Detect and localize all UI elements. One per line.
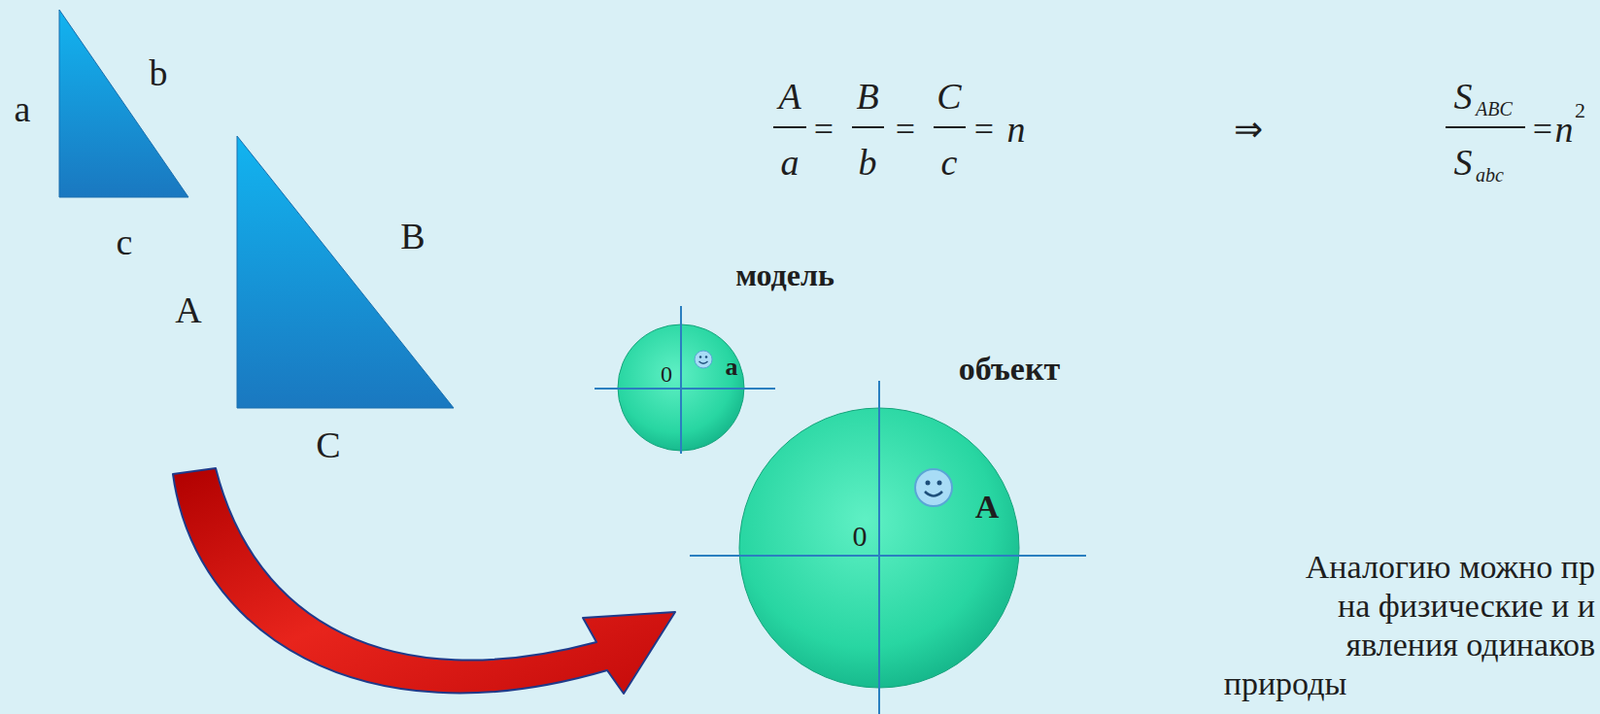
origin-label: 0 [852,519,868,552]
formula-subscript: ABC [1475,98,1513,120]
formula-term: n [1555,109,1574,151]
side-label: B [400,216,425,258]
side-label: b [149,53,169,95]
side-label: c [116,222,134,264]
side-label: a [14,89,32,131]
formula-term: A [778,76,801,118]
origin-label: 0 [660,361,673,387]
formula-term: B [855,76,879,118]
point-label: a [725,353,739,382]
smiley [694,350,713,369]
note-line: на физические и и [1337,587,1596,624]
note-line: Аналогию можно пр [1305,548,1596,585]
formula-term: c [941,142,958,184]
small-triangle [59,9,189,198]
large-triangle [237,136,454,409]
formula-term: b [858,142,878,184]
point-label: A [975,488,1000,525]
formula-subscript: abc [1475,164,1504,186]
circle-heading: модель [735,258,835,293]
formula-sign: = [974,110,994,150]
smiley [915,469,953,507]
axes [594,306,1087,714]
note-line: природы [1224,665,1348,702]
formula-term: S [1454,76,1473,118]
circle-heading: объект [958,350,1060,387]
formula-term: C [936,76,961,118]
curved-arrow [172,468,676,694]
formula-sign: = [895,110,916,150]
fraction-bars [773,126,1526,129]
formula-term: n [1007,109,1026,151]
formula-term: S [1454,142,1473,184]
side-label: A [174,290,202,332]
implies-sign: ⇒ [1233,110,1263,150]
formula-sign: = [814,110,834,150]
formula-sign: = [1532,110,1553,150]
formula-term: a [781,142,800,184]
note-line: явления одинаков [1346,626,1596,663]
formula-exponent: 2 [1574,99,1586,123]
side-label: C [315,425,341,467]
